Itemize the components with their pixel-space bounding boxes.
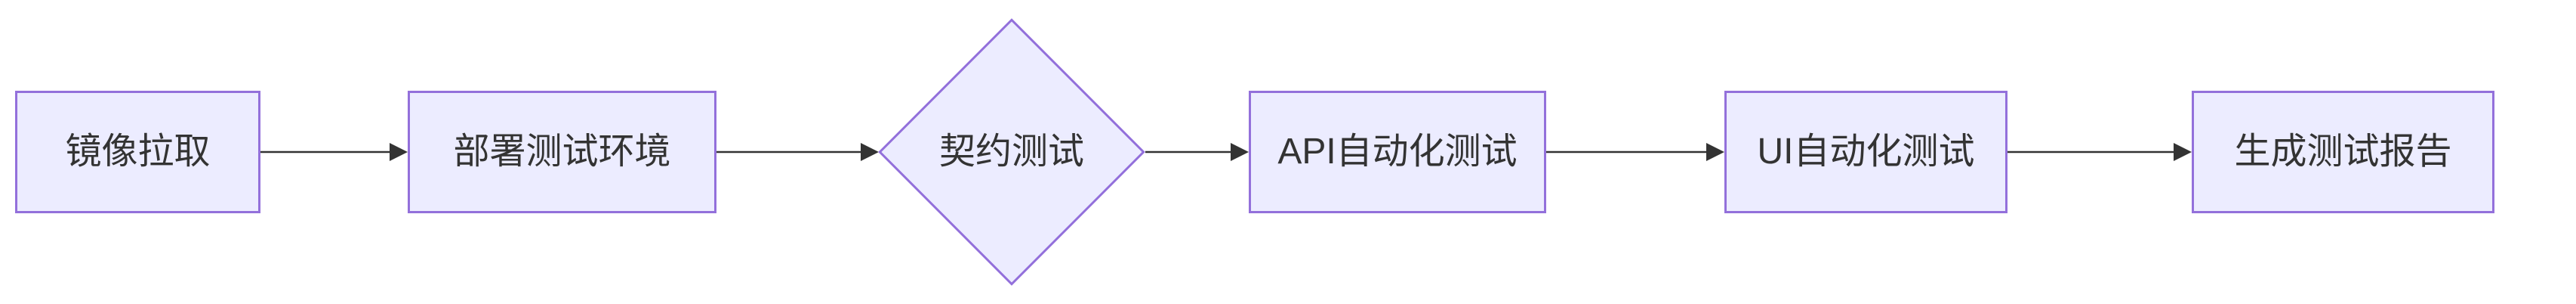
node-label: 镜像拉取 [65, 132, 211, 172]
arrow-1 [260, 143, 408, 161]
node-ui-auto-test: UI自动化测试 [1724, 91, 2007, 213]
node-label: UI自动化测试 [1757, 132, 1975, 172]
node-image-pull: 镜像拉取 [15, 91, 260, 213]
arrow-2 [716, 143, 879, 161]
arrow-5 [2007, 143, 2192, 161]
node-generate-test-report: 生成测试报告 [2192, 91, 2494, 213]
node-api-auto-test: API自动化测试 [1249, 91, 1546, 213]
arrow-3 [1145, 143, 1249, 161]
arrow-4 [1546, 143, 1724, 161]
node-label: API自动化测试 [1277, 132, 1518, 172]
node-label: 生成测试报告 [2234, 132, 2452, 172]
node-label: 契约测试 [938, 132, 1085, 172]
node-deploy-test-env: 部署测试环境 [408, 91, 716, 213]
node-label: 部署测试环境 [453, 132, 671, 172]
